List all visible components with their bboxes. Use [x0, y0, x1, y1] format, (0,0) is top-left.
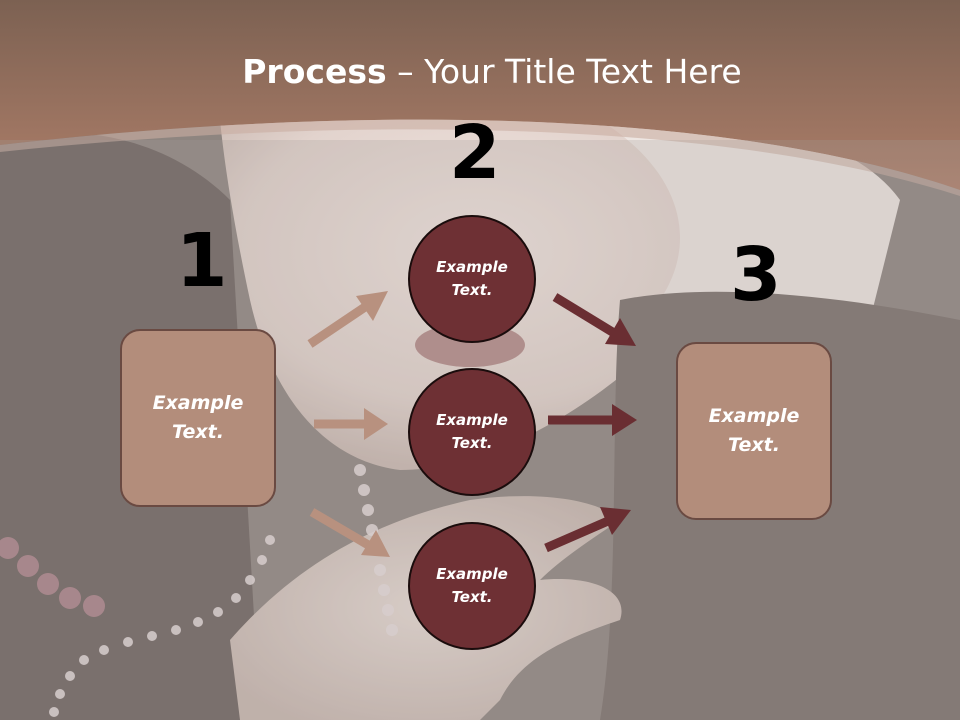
left-box-line2: Text. [172, 421, 224, 443]
left-box-line1: Example [152, 392, 244, 414]
arrow-left-to-middle [314, 408, 388, 440]
right-box-line1: Example [708, 405, 800, 427]
title-rest: Your Title Text Here [424, 52, 742, 91]
step-number-1: 1 [176, 218, 228, 304]
circle-step-middle: Example Text. [408, 368, 536, 496]
circle-bottom-line1: Example [436, 565, 508, 583]
left-box: Example Text. [120, 329, 276, 507]
title-separator: – [386, 52, 425, 91]
circle-top-line2: Text. [451, 281, 493, 299]
circle-step-top: Example Text. [408, 215, 536, 343]
arrow-bottom-to-right [544, 507, 631, 553]
circle-step-bottom: Example Text. [408, 522, 536, 650]
slide-title: Process – Your Title Text Here [0, 52, 960, 91]
circle-middle-line2: Text. [451, 434, 493, 452]
circle-bottom-line2: Text. [451, 588, 493, 606]
arrow-left-to-top [307, 291, 388, 348]
circle-top-line1: Example [436, 258, 508, 276]
step-number-2: 2 [449, 110, 501, 196]
title-bold: Process [242, 52, 387, 91]
circle-middle-line1: Example [436, 411, 508, 429]
arrow-left-to-bottom [309, 508, 390, 557]
right-box: Example Text. [676, 342, 832, 520]
arrow-top-to-right [552, 293, 636, 346]
right-box-line2: Text. [728, 434, 780, 456]
step-number-3: 3 [730, 232, 782, 318]
arrow-middle-to-right [548, 404, 637, 436]
